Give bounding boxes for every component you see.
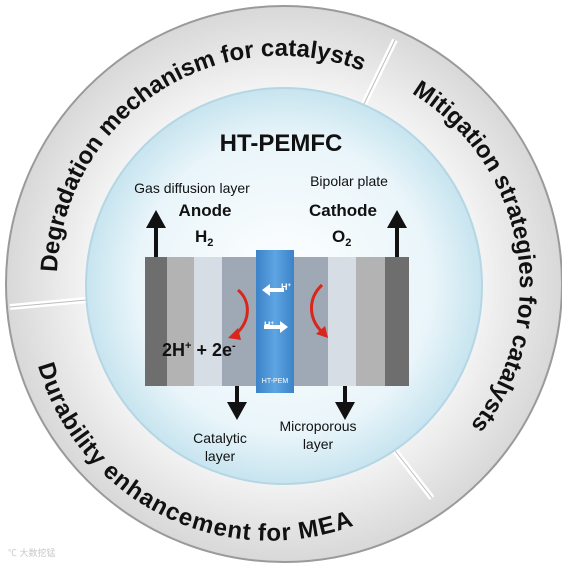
label-catalytic-layer-line1: Catalytic xyxy=(193,430,247,446)
reaction-equation: 2H+ + 2e- xyxy=(162,340,236,360)
arrow-down-catalytic xyxy=(227,386,247,420)
proton-arrow-right: H+ xyxy=(264,320,288,333)
label-h2: H2 xyxy=(195,227,213,249)
cathode-catalytic-layer xyxy=(294,257,328,386)
label-catalytic-layer-line2: layer xyxy=(205,448,236,464)
center-title: HT-PEMFC xyxy=(220,130,343,157)
anode-bipolar-plate xyxy=(145,257,167,386)
anode-gas-diffusion-layer xyxy=(167,257,194,386)
svg-text:H+: H+ xyxy=(281,282,292,292)
ht-pem-membrane xyxy=(256,250,294,393)
mea-stack xyxy=(145,250,409,393)
label-cathode: Cathode xyxy=(309,201,377,220)
arrow-down-microporous xyxy=(335,386,355,420)
cathode-gas-diffusion-layer xyxy=(356,257,385,386)
label-gas-diffusion-layer: Gas diffusion layer xyxy=(134,180,250,196)
label-microporous-layer-line1: Microporous xyxy=(279,418,356,434)
label-microporous-layer-line2: layer xyxy=(303,436,334,452)
anode-microporous-layer xyxy=(194,257,222,386)
arrow-up-cathode xyxy=(387,210,407,257)
label-ht-pem: HT-PEM xyxy=(262,378,289,385)
cathode-microporous-layer xyxy=(328,257,356,386)
svg-text:H+: H+ xyxy=(264,320,275,330)
anode-catalytic-layer xyxy=(222,257,256,386)
proton-arrow-left: H+ xyxy=(262,282,292,296)
label-anode: Anode xyxy=(179,201,232,220)
cathode-bipolar-plate xyxy=(385,257,409,386)
label-bipolar-plate: Bipolar plate xyxy=(310,173,388,189)
red-curved-arrow-cathode xyxy=(310,283,328,338)
label-o2: O2 xyxy=(332,227,351,249)
arrow-up-anode xyxy=(146,210,166,257)
red-curved-arrow-anode xyxy=(228,288,249,340)
watermark: ℃ 大数挖锰 xyxy=(8,547,56,558)
